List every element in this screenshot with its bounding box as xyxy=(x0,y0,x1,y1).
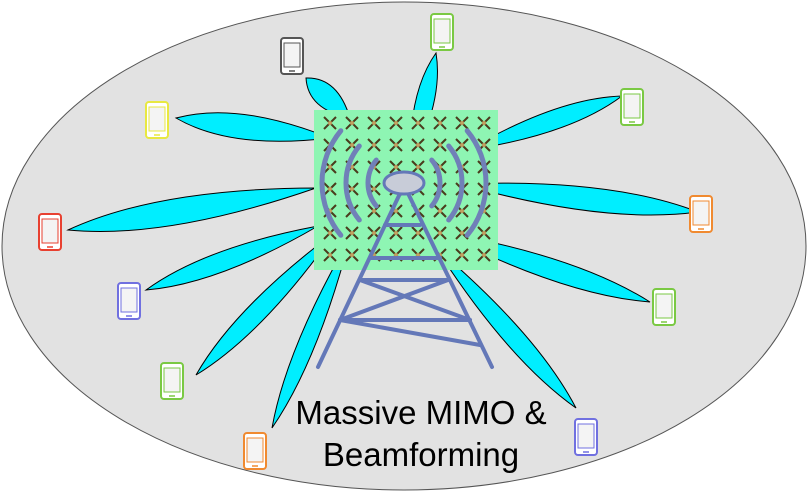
antenna-element-icon xyxy=(455,138,469,152)
antenna-element-icon xyxy=(345,248,359,262)
beam-lobe-9 xyxy=(195,231,336,376)
beam-lobe-2 xyxy=(174,112,331,142)
antenna-element-icon xyxy=(433,226,447,240)
smartphone-icon xyxy=(160,362,184,400)
antenna-element-icon xyxy=(389,226,403,240)
beam-lobe-6 xyxy=(66,187,317,232)
beam-lobe-8 xyxy=(144,225,319,291)
smartphone-icon xyxy=(430,13,454,51)
caption-line-1: Massive MIMO & xyxy=(295,394,546,431)
antenna-element-icon xyxy=(323,116,337,130)
smartphone-icon xyxy=(652,288,676,326)
antenna-element-icon xyxy=(433,204,447,218)
antenna-element-icon xyxy=(411,160,425,174)
antenna-element-icon xyxy=(433,116,447,130)
antenna-element-icon xyxy=(477,116,491,130)
smartphone-icon xyxy=(689,195,713,233)
antenna-element-icon xyxy=(411,116,425,130)
caption-line-2: Beamforming xyxy=(323,436,519,473)
radio-wave-icon xyxy=(446,143,465,223)
antenna-element-icon xyxy=(323,248,337,262)
antenna-element-icon xyxy=(323,182,337,196)
radio-wave-icon xyxy=(365,157,379,209)
smartphone-icon xyxy=(145,101,169,139)
radio-wave-icon xyxy=(319,128,344,238)
antenna-element-icon xyxy=(345,226,359,240)
antenna-element-icon xyxy=(477,226,491,240)
tower-antenna-head xyxy=(382,170,426,196)
antenna-element-icon xyxy=(455,116,469,130)
antenna-element-icon xyxy=(411,138,425,152)
antenna-element-icon xyxy=(389,138,403,152)
smartphone-icon xyxy=(280,37,304,75)
antenna-element-icon xyxy=(367,138,381,152)
antenna-element-icon xyxy=(411,226,425,240)
smartphone-icon xyxy=(243,432,267,470)
antenna-element-icon xyxy=(433,138,447,152)
smartphone-icon xyxy=(620,88,644,126)
beam-lobe-10 xyxy=(271,237,351,429)
radio-wave-icon xyxy=(343,143,362,223)
antenna-element-icon xyxy=(477,248,491,262)
antenna-element-icon xyxy=(455,248,469,262)
cell-tower-icon xyxy=(316,183,494,369)
radio-wave-icon xyxy=(429,157,443,209)
smartphone-icon xyxy=(117,282,141,320)
device-group xyxy=(38,13,713,470)
antenna-element-icon xyxy=(367,116,381,130)
antenna-element-icon xyxy=(345,116,359,130)
beam-lobe-11 xyxy=(435,247,577,409)
antenna-element-icon xyxy=(389,116,403,130)
radio-wave-icon xyxy=(464,128,489,238)
smartphone-icon xyxy=(38,213,62,251)
smartphone-icon xyxy=(574,418,598,456)
radio-waves xyxy=(319,128,489,238)
